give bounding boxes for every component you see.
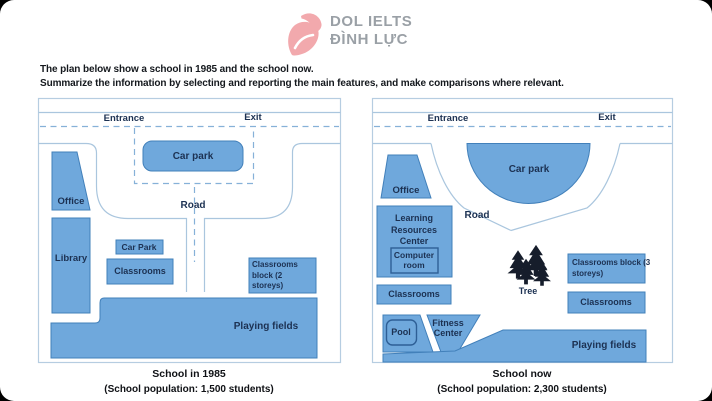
classrooms-block-label-1985: Classrooms block (2 storeys) bbox=[252, 260, 298, 290]
car-park-building-1985 bbox=[142, 140, 244, 172]
prompt-line-2: Summarize the information by selecting a… bbox=[40, 78, 564, 89]
plan-1985 bbox=[37, 97, 342, 364]
pine-tree-icon bbox=[533, 261, 551, 286]
logo-text: DOL IELTS ĐÌNH LỰC bbox=[330, 13, 412, 49]
logo-subtitle: ĐÌNH LỰC bbox=[330, 31, 409, 48]
plan-now bbox=[371, 97, 674, 364]
car-park-label-1985: Car park bbox=[172, 151, 214, 162]
logo-title: DOL IELTS bbox=[330, 13, 413, 30]
logo-slit-shape bbox=[293, 33, 315, 50]
road-label-now: Road bbox=[464, 210, 490, 221]
dol-logo-icon bbox=[288, 13, 322, 56]
learning-resources-center-label-now: Learning Resources Center bbox=[390, 212, 438, 246]
prompt-line-1: The plan below show a school in 1985 and… bbox=[40, 64, 314, 75]
entrance-label-now: Entrance bbox=[427, 113, 469, 124]
tree-icon bbox=[507, 244, 551, 286]
computer-room-label-now: Computer room bbox=[393, 250, 435, 270]
classrooms-block-building-1985 bbox=[248, 257, 317, 294]
population-now: (School population: 2,300 students) bbox=[437, 384, 607, 395]
office-building-1985 bbox=[51, 151, 91, 211]
classrooms-label-1985: Classrooms bbox=[114, 266, 166, 276]
classrooms-block-label-now: Classrooms block (3 storeys) bbox=[572, 258, 651, 278]
driveway-east-edge-1985 bbox=[203, 142, 341, 292]
classrooms-west-label-now: Classrooms bbox=[388, 289, 440, 299]
pool-now bbox=[385, 319, 418, 346]
exit-label-now: Exit bbox=[598, 112, 616, 123]
car-park-label-now: Car park bbox=[508, 164, 550, 175]
classrooms-west-building-now bbox=[376, 284, 452, 305]
pine-tree-icon bbox=[516, 258, 536, 285]
driveway-east-edge-now bbox=[510, 143, 621, 232]
playing-fields-label-now: Playing fields bbox=[571, 340, 637, 351]
playing-fields-label-1985: Playing fields bbox=[233, 321, 299, 332]
office-label-1985: Office bbox=[57, 196, 85, 207]
classrooms-east-building-now bbox=[567, 291, 646, 314]
office-label-now: Office bbox=[392, 185, 420, 196]
classrooms-block-building-now bbox=[567, 253, 646, 284]
carpark-loop-dashed-1985 bbox=[133, 128, 255, 185]
playing-fields-area-now bbox=[382, 329, 647, 363]
driveway-west-edge-now bbox=[430, 143, 512, 232]
exit-label-1985: Exit bbox=[244, 112, 262, 123]
population-1985: (School population: 1,500 students) bbox=[104, 384, 274, 395]
learning-resources-center-building-now bbox=[376, 205, 453, 278]
driveway-west-edge-1985 bbox=[38, 142, 188, 292]
small-car-park-label-1985: Car Park bbox=[121, 242, 157, 252]
road-label-1985: Road bbox=[180, 200, 206, 211]
office-building-now bbox=[380, 154, 432, 199]
classrooms-east-label-now: Classrooms bbox=[580, 297, 632, 307]
computer-room-now bbox=[390, 247, 439, 274]
classrooms-building-1985 bbox=[106, 258, 174, 285]
caption-1985: School in 1985 bbox=[152, 368, 226, 380]
library-label-1985: Library bbox=[54, 253, 88, 264]
playing-fields-area-1985 bbox=[50, 297, 318, 359]
car-park-semicircle-now bbox=[466, 143, 591, 204]
small-car-park-1985 bbox=[115, 239, 164, 255]
pool-label-now: Pool bbox=[391, 327, 411, 337]
fitness-center-label-now: Fitness Center bbox=[432, 318, 464, 338]
tree-label-now: Tree bbox=[518, 286, 538, 296]
library-building-1985 bbox=[51, 217, 91, 314]
entrance-label-1985: Entrance bbox=[103, 113, 145, 124]
caption-now: School now bbox=[492, 368, 552, 380]
